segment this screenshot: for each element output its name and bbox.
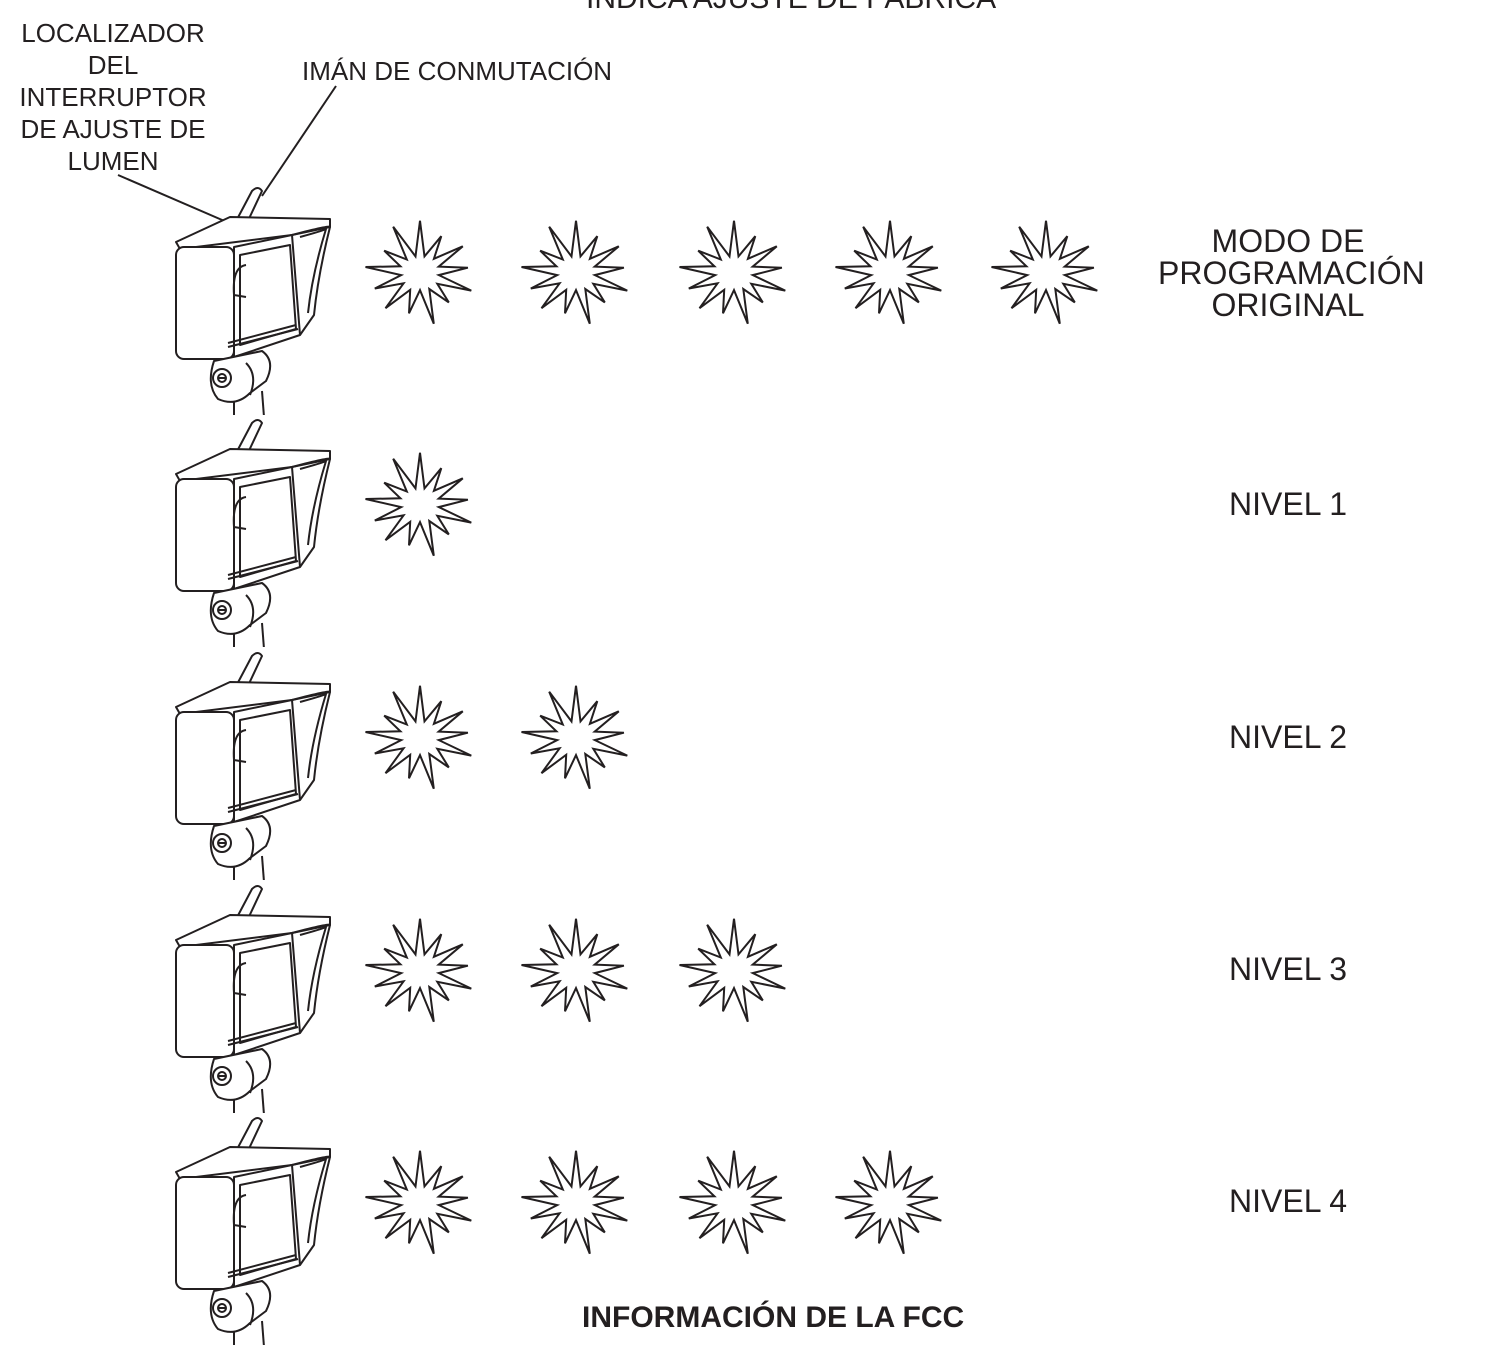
row-5 [175, 1117, 942, 1345]
light-flash-burst-icon [365, 1150, 472, 1255]
light-flash-burst-icon [365, 220, 472, 325]
switching-magnet-callout: IMÁN DE CONMUTACIÓN [302, 56, 613, 86]
light-flash-burst-icon [365, 918, 472, 1023]
floodlight-fixture-icon [175, 187, 331, 415]
light-flash-burst-icon [521, 220, 628, 325]
light-flash-burst-icon [521, 685, 628, 790]
floodlight-fixture-icon [175, 419, 331, 647]
light-flash-burst-icon [991, 220, 1098, 325]
row-label: NIVEL 1 [1229, 486, 1347, 522]
light-flash-burst-icon [679, 1150, 786, 1255]
light-flash-burst-icon [521, 1150, 628, 1255]
row-label: NIVEL 3 [1229, 951, 1347, 987]
row-4 [175, 885, 786, 1113]
light-flash-burst-icon [679, 220, 786, 325]
light-flash-burst-icon [521, 918, 628, 1023]
light-flash-burst-icon [835, 1150, 942, 1255]
locator-leader-line [117, 174, 237, 227]
lumen-switch-locator-callout: LOCALIZADOR DEL INTERRUPTOR DE AJUSTE DE… [19, 18, 207, 176]
magnet-leader-line [261, 85, 337, 197]
light-flash-burst-icon [365, 685, 472, 790]
light-flash-burst-icon [365, 452, 472, 557]
fcc-info-heading: INFORMACIÓN DE LA FCC [582, 1301, 965, 1334]
floodlight-fixture-icon [175, 1117, 331, 1345]
light-flash-burst-icon [679, 918, 786, 1023]
floodlight-fixture-icon [175, 885, 331, 1113]
light-flash-burst-icon [835, 220, 942, 325]
floodlight-fixture-icon [175, 652, 331, 880]
row-label: NIVEL 4 [1229, 1183, 1347, 1219]
row-2 [175, 419, 472, 647]
row-1 [175, 187, 1098, 415]
row-label: NIVEL 2 [1229, 719, 1347, 755]
row-3 [175, 652, 628, 880]
factory-setting-header: INDICA AJUSTE DE FÁBRICA [586, 0, 1186, 14]
row-label: MODO DE PROGRAMACIÓN ORIGINAL [1158, 223, 1425, 323]
